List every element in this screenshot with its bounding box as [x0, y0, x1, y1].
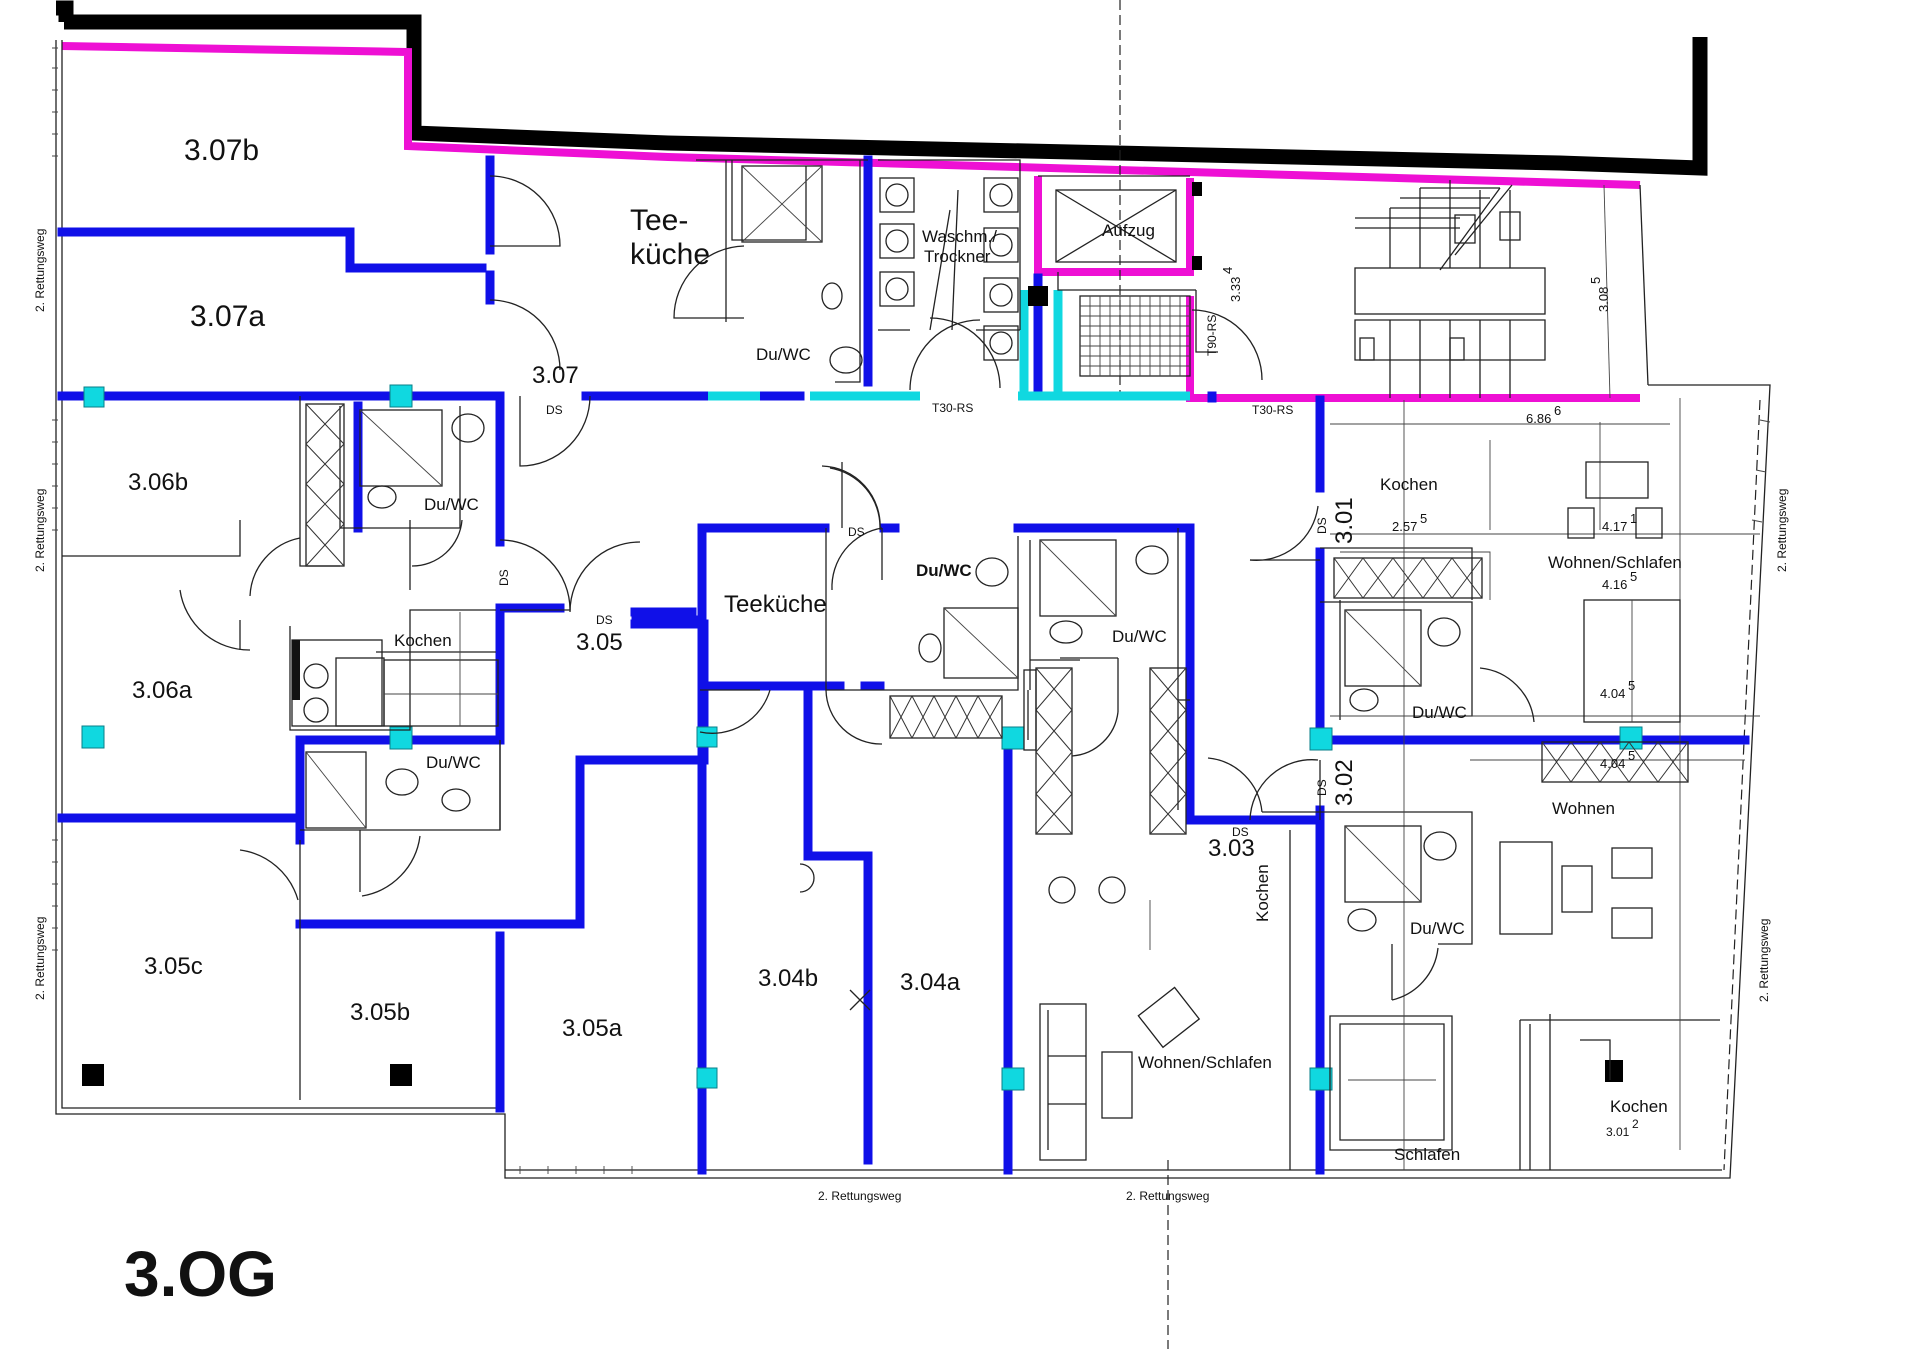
ds-label-305: DS: [596, 613, 613, 627]
duwc-label-303: Du/WC: [1112, 627, 1167, 646]
outer-wall-top: [56, 0, 1708, 176]
rettungsweg-label-3: 2. Rettungsweg: [33, 917, 47, 1000]
room-302-label: 3.02: [1331, 759, 1358, 806]
dim-404b-sup: 5: [1628, 748, 1635, 763]
floor-title: 3.OG: [124, 1238, 277, 1310]
ds-label-303: DS: [1232, 825, 1249, 839]
dim-404a-sup: 5: [1628, 678, 1635, 693]
ds-label-306: DS: [497, 569, 511, 586]
ds-label-302: DS: [1315, 779, 1329, 796]
room-307-label: 3.07: [532, 362, 579, 389]
room-305a-label: 3.05a: [562, 1015, 623, 1042]
aufzug-label: Aufzug: [1102, 221, 1155, 240]
ds-label-teekueche: DS: [848, 525, 865, 539]
room-301-sub-sup: 2: [1632, 1117, 1639, 1131]
rettungsweg-label-2: 2. Rettungsweg: [33, 489, 47, 572]
t30rs-label-1: T30-RS: [932, 401, 973, 415]
trockner-label: Trockner: [924, 247, 991, 266]
dim-257: 2.57: [1392, 519, 1417, 534]
facade-wall-pink: [61, 42, 1641, 402]
dim-333-sup: 4: [1220, 267, 1235, 274]
washing-machines: [879, 177, 1019, 361]
schlafen-label-302: Schlafen: [1394, 1145, 1460, 1164]
dim-333: 3.33: [1228, 277, 1243, 302]
wohnen-schlafen-label-303: Wohnen/Schlafen: [1138, 1053, 1272, 1072]
duwc-label-mid: Du/WC: [916, 561, 972, 580]
fire-walls: [57, 155, 1750, 1175]
furniture-301: [1567, 461, 1681, 723]
room-306a-label: 3.06a: [132, 677, 193, 704]
duwc-label-306a: Du/WC: [426, 753, 481, 772]
room-305c-label: 3.05c: [144, 953, 203, 980]
room-303-label: 3.03: [1208, 835, 1255, 862]
function-labels: Tee- küche Teeküche Du/WC Du/WC Du/WC Du…: [33, 204, 1789, 1203]
dim-417: 4.17: [1602, 519, 1627, 534]
wohnen-schlafen-label-301: Wohnen/Schlafen: [1548, 553, 1682, 572]
teekueche-mid: Teeküche: [724, 591, 827, 618]
duwc-label-top: Du/WC: [756, 345, 811, 364]
duwc-label-306b: Du/WC: [424, 495, 479, 514]
dimension-labels: 3.08 5 3.33 4 6.86 6 2.57 5 4.17 1 4.16 …: [1220, 267, 1637, 771]
t90rs-label: T90-RS: [1205, 315, 1219, 356]
waschm-label: Waschm./: [922, 227, 997, 246]
interior-walls: [62, 159, 1760, 1170]
dim-257-sup: 5: [1420, 511, 1427, 526]
dim-416: 4.16: [1602, 577, 1627, 592]
dim-686-sup: 6: [1554, 403, 1561, 418]
room-307a-label: 3.07a: [190, 300, 265, 333]
room-304b-label: 3.04b: [758, 965, 818, 992]
dim-404b: 4.04: [1600, 756, 1625, 771]
rettungsweg-label-1: 2. Rettungsweg: [33, 229, 47, 312]
kochen-label-306a: Kochen: [394, 631, 452, 650]
room-labels: 3.07b 3.07a 3.07 3.06b 3.06a 3.05 3.05c …: [128, 134, 1639, 1139]
rettungsweg-label-5: 2. Rettungsweg: [1126, 1189, 1209, 1203]
cyan-markers: [81, 384, 1643, 1091]
dim-417-sup: 1: [1630, 511, 1637, 526]
room-301-label: 3.01: [1331, 497, 1358, 544]
kochen-label-303: Kochen: [1253, 864, 1272, 922]
sanitary-fixtures: [305, 165, 1461, 932]
t30rs-label-2: T30-RS: [1252, 403, 1293, 417]
room-307b-label: 3.07b: [184, 134, 259, 167]
furniture-302: [1499, 841, 1653, 1080]
column-markers: [82, 1060, 1623, 1086]
teekueche-top-line2: küche: [630, 238, 710, 271]
ds-label-301: DS: [1315, 517, 1329, 534]
doors: [179, 175, 1535, 1011]
wohnen-label-302: Wohnen: [1552, 799, 1615, 818]
kitchen-306a: [291, 612, 499, 727]
furniture-303: [1039, 876, 1201, 1161]
room-305-label: 3.05: [576, 629, 623, 656]
staircase: [1354, 180, 1546, 398]
dim-416-sup: 5: [1630, 569, 1637, 584]
rettungsweg-label-7: 2. Rettungsweg: [1757, 919, 1771, 1002]
rettungsweg-label-4: 2. Rettungsweg: [818, 1189, 901, 1203]
kochen-label-3012: Kochen: [1610, 1097, 1668, 1116]
room-306b-label: 3.06b: [128, 469, 188, 496]
elevator: [1028, 182, 1202, 377]
room-304a-label: 3.04a: [900, 969, 961, 996]
building-outline: [55, 0, 1771, 1349]
dim-308: 3.08: [1596, 287, 1611, 312]
dim-686: 6.86: [1526, 411, 1551, 426]
cyan-walls: [708, 290, 1190, 401]
duwc-label-301: Du/WC: [1412, 703, 1467, 722]
duwc-label-302: Du/WC: [1410, 919, 1465, 938]
room-301-sub-label: 3.01: [1606, 1125, 1630, 1139]
rettungsweg-label-6: 2. Rettungsweg: [1775, 489, 1789, 572]
room-305b-label: 3.05b: [350, 999, 410, 1026]
kochen-label-301: Kochen: [1380, 475, 1438, 494]
ds-label-307: DS: [546, 403, 563, 417]
dim-404a: 4.04: [1600, 686, 1625, 701]
dim-308-sup: 5: [1588, 277, 1603, 284]
kitchen-units: [305, 403, 1689, 835]
teekueche-top-line1: Tee-: [630, 204, 688, 237]
escape-route-marks: [52, 47, 1771, 1174]
